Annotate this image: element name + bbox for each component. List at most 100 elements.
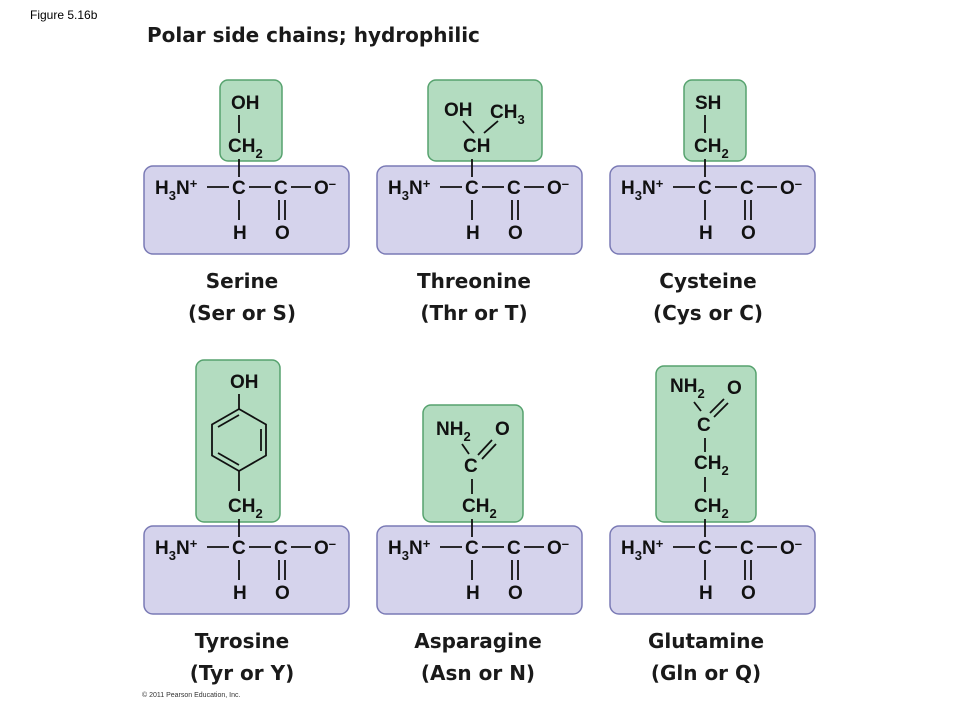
carbonyl-oxygen: O xyxy=(508,583,523,604)
carboxyl-carbon: C xyxy=(740,538,754,559)
amino-group: H3N+ xyxy=(621,176,664,203)
bond xyxy=(693,401,702,412)
amino-acid-tyrosine: OH CH2 H3N+ C C O– H O Tyrosine (Tyr or … xyxy=(143,359,350,685)
backbone-structure: H3N+ C C O– H O xyxy=(621,536,802,604)
backbone-structure: H3N+ C C O– H O xyxy=(388,536,569,604)
carbonyl-oxygen: O xyxy=(275,583,290,604)
methylene-group: CH2 xyxy=(694,496,729,521)
backbone-structure: H3N+ C C O– H O xyxy=(155,176,336,244)
thiol-group: SH xyxy=(695,93,721,114)
double-bond xyxy=(713,402,729,418)
amino-acid-abbreviation: (Thr or T) xyxy=(420,301,527,325)
alpha-carbon: C xyxy=(698,538,712,559)
carbonyl-oxygen: O xyxy=(275,223,290,244)
carboxyl-oxygen: O– xyxy=(314,176,336,199)
hydroxyl-group: OH xyxy=(230,372,259,393)
backbone-structure: H3N+ C C O– H O xyxy=(155,536,336,604)
carbonyl-oxygen: O xyxy=(741,223,756,244)
copyright-notice: © 2011 Pearson Education, Inc. xyxy=(142,691,240,699)
double-bond xyxy=(477,439,493,456)
carboxyl-oxygen: O– xyxy=(780,176,802,199)
carboxyl-carbon: C xyxy=(274,178,288,199)
ring-double-bond xyxy=(217,452,240,466)
amino-acid-cysteine: SH CH2 H3N+ C C O– H O Cysteine (Cys or … xyxy=(609,79,816,325)
side-chain-box xyxy=(195,359,281,523)
amino-acid-name: Asparagine xyxy=(414,629,542,653)
backbone-box xyxy=(609,165,816,255)
amino-acid-abbreviation: (Asn or N) xyxy=(421,661,535,685)
alpha-hydrogen: H xyxy=(699,583,713,604)
backbone-box xyxy=(609,525,816,615)
backbone-box xyxy=(143,525,350,615)
hydroxyl-group: OH xyxy=(444,100,473,121)
amino-acid-abbreviation: (Gln or Q) xyxy=(651,661,761,685)
double-bond xyxy=(481,443,497,460)
carbonyl-oxygen: O xyxy=(727,378,742,399)
carboxyl-oxygen: O– xyxy=(547,176,569,199)
carboxyl-oxygen: O– xyxy=(547,536,569,559)
alpha-hydrogen: H xyxy=(466,223,480,244)
amino-group: H3N+ xyxy=(155,176,198,203)
amino-group: H3N+ xyxy=(388,176,431,203)
amino-group: H3N+ xyxy=(155,536,198,563)
amino-acid-name: Threonine xyxy=(417,269,531,293)
side-chain-box xyxy=(427,79,543,162)
amino-group: NH2 xyxy=(436,419,471,444)
amino-acid-name: Glutamine xyxy=(648,629,764,653)
double-bond xyxy=(709,398,725,414)
amino-group: H3N+ xyxy=(388,536,431,563)
ring-double-bond xyxy=(217,414,240,428)
amino-acid-glutamine: NH2 O C CH2 CH2 H3N+ C C O– H O Glutamin… xyxy=(609,365,816,685)
figure-title: Polar side chains; hydrophilic xyxy=(147,23,480,47)
amino-acid-asparagine: NH2 O C CH2 H3N+ C C O– H O Asparagine (… xyxy=(376,404,583,685)
alpha-hydrogen: H xyxy=(699,223,713,244)
carboxyl-carbon: C xyxy=(274,538,288,559)
alpha-carbon: C xyxy=(232,538,246,559)
amide-carbon: C xyxy=(464,456,478,477)
carbonyl-oxygen: O xyxy=(495,419,510,440)
backbone-structure: H3N+ C C O– H O xyxy=(388,176,569,244)
amino-acid-serine: OH CH2 H3N+ C C O– H O Serine (Ser or S) xyxy=(143,79,350,325)
amino-acid-threonine: OH CH3 CH H3N+ C C O– H O Threonine (Thr… xyxy=(376,79,583,325)
hydroxyl-group: OH xyxy=(231,93,260,114)
methylene-group: CH2 xyxy=(694,453,729,478)
amino-acid-abbreviation: (Cys or C) xyxy=(653,301,763,325)
alpha-hydrogen: H xyxy=(466,583,480,604)
amino-acid-abbreviation: (Ser or S) xyxy=(188,301,296,325)
alpha-carbon: C xyxy=(698,178,712,199)
bond xyxy=(462,120,475,134)
carbonyl-oxygen: O xyxy=(741,583,756,604)
alpha-carbon: C xyxy=(465,538,479,559)
backbone-box xyxy=(376,525,583,615)
alpha-carbon: C xyxy=(232,178,246,199)
methylene-group: CH2 xyxy=(228,496,263,521)
alpha-hydrogen: H xyxy=(233,583,247,604)
methine-group: CH xyxy=(463,136,490,157)
methylene-group: CH2 xyxy=(228,136,263,161)
side-chain-box xyxy=(422,404,524,523)
amino-acid-name: Serine xyxy=(206,269,279,293)
figure-label: Figure 5.16b xyxy=(30,8,98,22)
bond xyxy=(461,443,470,455)
alpha-hydrogen: H xyxy=(233,223,247,244)
alpha-carbon: C xyxy=(465,178,479,199)
bond xyxy=(483,120,499,134)
amino-acid-name: Cysteine xyxy=(659,269,756,293)
carboxyl-oxygen: O– xyxy=(314,536,336,559)
amino-group: H3N+ xyxy=(621,536,664,563)
backbone-box xyxy=(143,165,350,255)
amino-acid-name: Tyrosine xyxy=(195,629,289,653)
carbonyl-oxygen: O xyxy=(508,223,523,244)
amino-group: NH2 xyxy=(670,376,705,401)
backbone-structure: H3N+ C C O– H O xyxy=(621,176,802,244)
backbone-box xyxy=(376,165,583,255)
side-chain-box xyxy=(219,79,283,162)
methylene-group: CH2 xyxy=(694,136,729,161)
amino-acid-abbreviation: (Tyr or Y) xyxy=(190,661,294,685)
methyl-group: CH3 xyxy=(490,102,525,127)
carboxyl-carbon: C xyxy=(507,538,521,559)
carboxyl-carbon: C xyxy=(507,178,521,199)
side-chain-box xyxy=(683,79,747,162)
carboxyl-oxygen: O– xyxy=(780,536,802,559)
